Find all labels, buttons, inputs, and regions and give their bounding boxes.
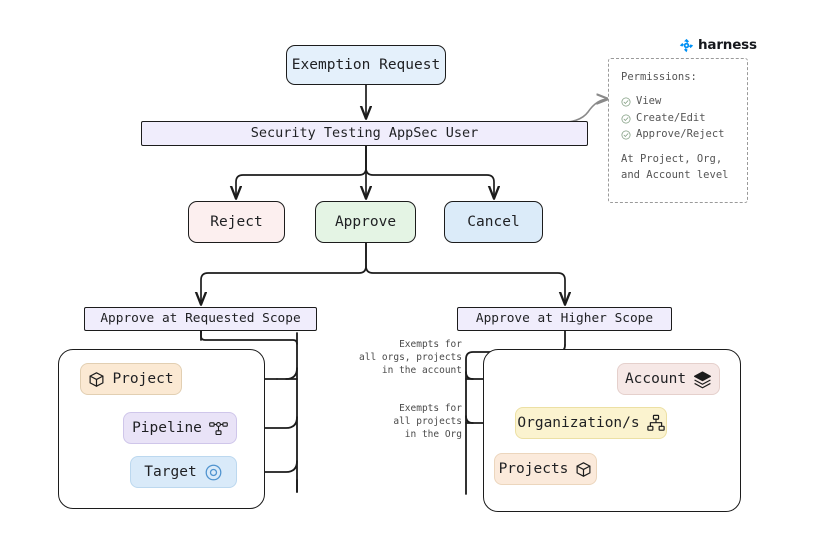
edge-note-line: Exempts for	[399, 403, 462, 414]
chip-pipeline[interactable]: Pipeline	[123, 412, 237, 444]
chip-label: Project	[112, 370, 174, 387]
node-reject[interactable]: Reject	[188, 201, 285, 243]
node-exemption-request[interactable]: Exemption Request	[286, 45, 446, 85]
check-circle-icon	[621, 129, 631, 140]
node-label: Approve	[334, 213, 397, 230]
permission-label: Approve/Reject	[636, 127, 725, 140]
check-circle-icon	[621, 96, 631, 107]
node-appsec-user[interactable]: Security Testing AppSec User	[141, 121, 588, 146]
layers-icon	[693, 370, 712, 389]
chip-label: Organization/s	[517, 414, 640, 431]
permissions-panel: Permissions: View Create/Edit	[608, 58, 748, 203]
edge-note-line: all projects	[393, 416, 462, 428]
harness-logo: harness	[679, 37, 757, 53]
target-icon	[204, 463, 223, 482]
permission-item-create-edit: Create/Edit	[621, 110, 747, 126]
chip-label: Account	[624, 370, 687, 387]
permissions-footer-line1: At Project, Org,	[621, 153, 723, 166]
permission-label: Create/Edit	[636, 111, 706, 124]
check-circle-icon	[621, 113, 631, 124]
permission-item-view: View	[621, 93, 747, 109]
permission-label: View	[636, 95, 662, 108]
chip-projects[interactable]: Projects	[494, 453, 597, 485]
harness-clover-icon	[679, 38, 694, 53]
permissions-footer-line2: and Account level	[621, 169, 729, 182]
edge-note-line: all orgs, projects	[359, 352, 462, 364]
edge-note-line: in the Org	[404, 429, 462, 441]
node-label: Approve at Higher Scope	[475, 310, 654, 326]
chip-label: Pipeline	[132, 419, 202, 436]
chip-label: Target	[144, 463, 197, 480]
chip-label: Projects	[498, 460, 569, 477]
node-label: Approve at Requested Scope	[100, 310, 301, 326]
hierarchy-icon	[646, 414, 665, 432]
node-cancel[interactable]: Cancel	[444, 201, 543, 243]
edge-note-line: Exempts for	[399, 339, 462, 350]
chip-target[interactable]: Target	[130, 456, 237, 488]
edge-note-line: in the account	[381, 365, 462, 377]
edge-note-account: Exempts for all orgs, projects in the ac…	[352, 338, 462, 377]
cube-icon	[575, 461, 592, 478]
node-approve-higher-scope[interactable]: Approve at Higher Scope	[457, 307, 672, 331]
chip-organizations[interactable]: Organization/s	[515, 407, 667, 439]
edge-note-org: Exempts for all projects in the Org	[352, 402, 462, 441]
permissions-title: Permissions:	[621, 71, 697, 83]
node-approve[interactable]: Approve	[315, 201, 416, 243]
chip-project[interactable]: Project	[80, 363, 182, 395]
harness-wordmark: harness	[698, 37, 757, 53]
permission-item-approve-reject: Approve/Reject	[621, 126, 747, 142]
node-label: Cancel	[467, 213, 520, 230]
node-approve-requested-scope[interactable]: Approve at Requested Scope	[84, 307, 317, 331]
node-label: Exemption Request	[291, 56, 441, 73]
cube-icon	[88, 371, 105, 388]
node-label: Reject	[210, 213, 263, 230]
node-label: Security Testing AppSec User	[250, 124, 479, 141]
chip-account[interactable]: Account	[617, 363, 720, 395]
pipeline-icon	[209, 420, 228, 437]
